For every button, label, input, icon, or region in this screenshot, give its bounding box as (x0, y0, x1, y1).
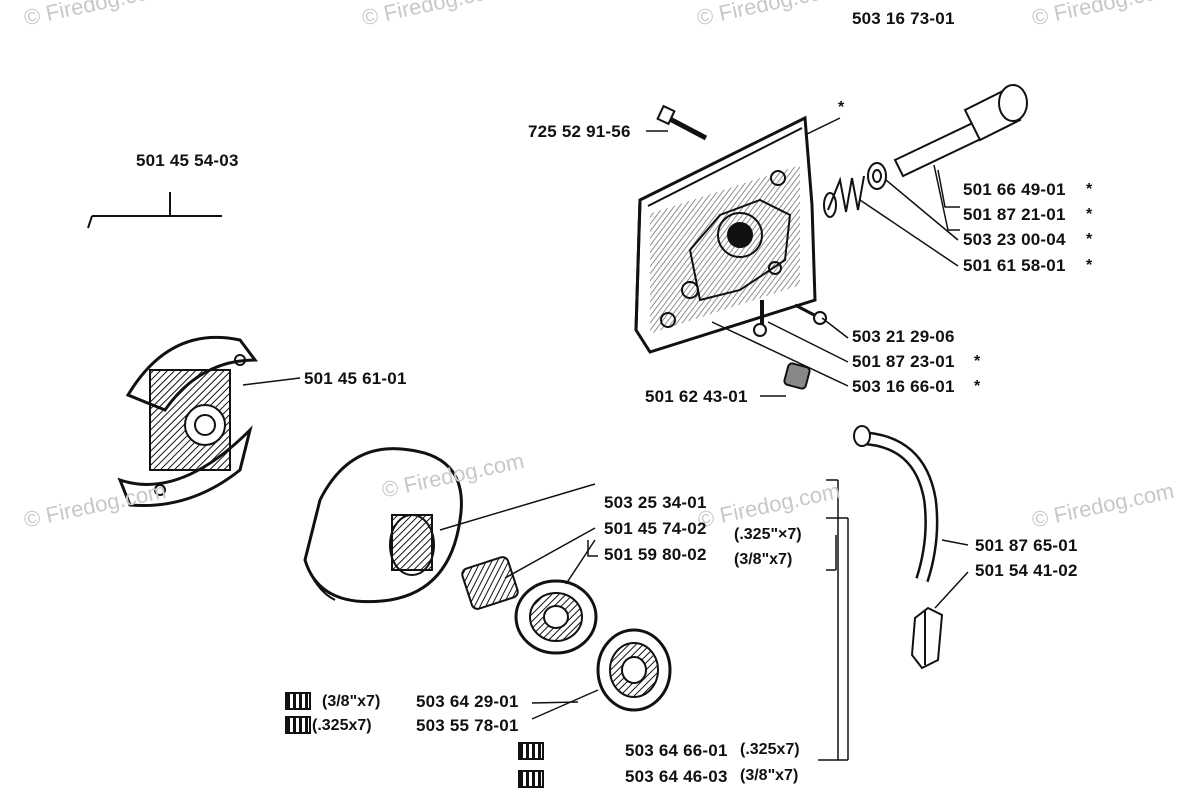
part-label-503-55-78-01[interactable]: 503 55 78-01 (416, 716, 519, 735)
washer-part (867, 162, 887, 190)
spec-note: (3/8"x7) (734, 551, 793, 568)
part-label-503-21-29-06[interactable]: 503 21 29-06 (852, 327, 955, 346)
asterisk-marker: * (1086, 257, 1093, 274)
kit-box-icon (518, 742, 544, 760)
rim-sprocket-2 (596, 628, 672, 712)
part-label-503-16-66-01[interactable]: 503 16 66-01 (852, 377, 955, 396)
oil-hose (853, 425, 939, 583)
oil-pump-housing (634, 115, 817, 354)
screw-parts (753, 300, 827, 390)
part-label-503-64-29-01[interactable]: 503 64 29-01 (416, 692, 519, 711)
spring-part (823, 175, 865, 218)
needle-bearing (461, 556, 519, 610)
part-label-501-87-21-01[interactable]: 501 87 21-01 (963, 205, 1066, 224)
part-label-501-87-23-01[interactable]: 501 87 23-01 (852, 352, 955, 371)
part-label-503-16-73-01[interactable]: 503 16 73-01 (852, 9, 955, 28)
clutch-drum (303, 447, 463, 604)
asterisk-marker: * (974, 378, 981, 395)
part-label-725-52-91-56[interactable]: 725 52 91-56 (528, 122, 631, 141)
spec-note: (.325x7) (740, 741, 800, 758)
asterisk-marker: * (1086, 206, 1093, 223)
part-label-501-45-74-02[interactable]: 501 45 74-02 (604, 519, 707, 538)
part-label-501-61-58-01[interactable]: 501 61 58-01 (963, 256, 1066, 275)
part-label-501-45-54-03[interactable]: 501 45 54-03 (136, 151, 239, 170)
part-label-501-54-41-02[interactable]: 501 54 41-02 (975, 561, 1078, 580)
pump-shaft (893, 84, 1028, 178)
part-label-501-59-80-02[interactable]: 501 59 80-02 (604, 545, 707, 564)
bracket-clutch-assembly (87, 192, 222, 229)
spec-note: (3/8"x7) (740, 767, 799, 784)
clutch-assembly (117, 335, 258, 508)
kit-box-icon (518, 770, 544, 788)
part-label-501-62-43-01[interactable]: 501 62 43-01 (645, 387, 748, 406)
part-label-503-64-66-01[interactable]: 503 64 66-01 (625, 741, 728, 760)
leader-lines (242, 117, 969, 761)
part-label-501-66-49-01[interactable]: 501 66 49-01 (963, 180, 1066, 199)
spec-note: (3/8"x7) (322, 693, 381, 710)
asterisk-marker: * (1086, 231, 1093, 248)
spec-note: (.325x7) (312, 717, 372, 734)
oil-pipe (910, 606, 944, 670)
part-label-501-45-61-01[interactable]: 501 45 61-01 (304, 369, 407, 388)
part-label-503-23-00-04[interactable]: 503 23 00-04 (963, 230, 1066, 249)
bolt-part (656, 104, 708, 141)
part-label-partial[interactable]: 503 64 46-03 (625, 767, 728, 786)
kit-box-icon (285, 692, 311, 710)
kit-box-icon (285, 716, 311, 734)
asterisk-marker: * (838, 99, 845, 116)
asterisk-marker: * (1086, 181, 1093, 198)
part-label-501-87-65-01[interactable]: 501 87 65-01 (975, 536, 1078, 555)
rim-sprocket-1 (514, 579, 598, 655)
spec-note: (.325"×7) (734, 526, 802, 543)
asterisk-marker: * (974, 353, 981, 370)
part-label-503-25-34-01[interactable]: 503 25 34-01 (604, 493, 707, 512)
